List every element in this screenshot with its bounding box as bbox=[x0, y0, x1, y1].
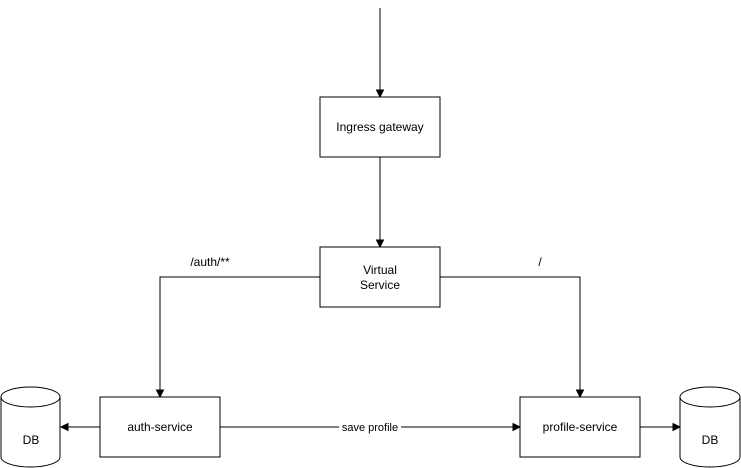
save-profile-label-bg bbox=[339, 420, 401, 434]
auth-db-cylinder: DB bbox=[0, 386, 61, 468]
auth-service-node: auth-service bbox=[99, 396, 221, 458]
profile-service-label: profile-service bbox=[543, 420, 618, 434]
auth-service-label: auth-service bbox=[127, 420, 193, 434]
save-profile-label: save profile bbox=[342, 422, 398, 434]
ingress-gateway-label: Ingress gateway bbox=[336, 120, 423, 134]
profile-db-edge bbox=[640, 422, 682, 432]
ingress-gateway-node: Ingress gateway bbox=[319, 96, 441, 158]
auth-route-edge bbox=[155, 276, 320, 399]
auth-db-label: DB bbox=[23, 433, 40, 447]
profile-db-cylinder: DB bbox=[679, 386, 741, 468]
virtual-service-node: Virtual Service bbox=[319, 246, 441, 308]
profile-db-label: DB bbox=[702, 433, 719, 447]
root-route-edge bbox=[440, 276, 585, 399]
auth-db-edge bbox=[59, 422, 100, 432]
root-route-label: / bbox=[538, 255, 542, 269]
virtual-service-label-line1: Virtual bbox=[363, 263, 397, 277]
auth-route-label: /auth/** bbox=[190, 255, 230, 269]
ingress-to-virtual-service-edge bbox=[375, 157, 385, 249]
incoming-edge bbox=[375, 8, 385, 99]
profile-service-node: profile-service bbox=[519, 396, 641, 458]
virtual-service-label-line2: Service bbox=[360, 278, 400, 292]
